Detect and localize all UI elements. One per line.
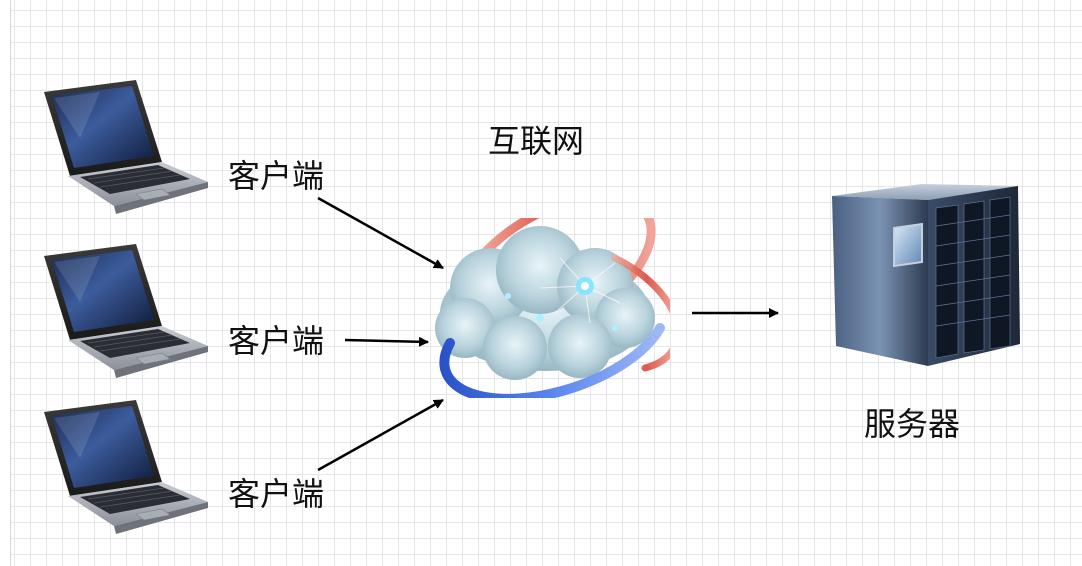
client-label: 客户端 <box>228 475 325 513</box>
server-drive-bays <box>935 196 1011 359</box>
network-node-core <box>581 282 589 290</box>
network-node <box>505 293 511 299</box>
arrow-client-3-to-internet <box>317 398 444 472</box>
internet-label: 互联网 <box>488 122 585 160</box>
ring-red-back <box>475 218 656 283</box>
client-label: 客户端 <box>228 322 325 360</box>
server-bay-lines <box>935 214 1011 327</box>
client-label: 客户端 <box>228 157 325 195</box>
laptop-icon <box>40 242 210 382</box>
network-node <box>612 325 618 331</box>
server-rack-icon <box>832 184 1020 366</box>
laptop-icon <box>40 78 210 218</box>
arrow-client-2-to-internet <box>344 336 429 347</box>
server-display <box>893 222 923 268</box>
network-node <box>536 314 544 322</box>
cloud-body <box>435 226 655 380</box>
ring-blue-front <box>439 323 665 398</box>
cloud-network-icon <box>435 218 670 398</box>
server-label: 服务器 <box>864 405 961 443</box>
laptop-icon <box>40 398 210 538</box>
ring-red-front <box>611 254 670 372</box>
canvas-left-edge <box>0 0 11 566</box>
